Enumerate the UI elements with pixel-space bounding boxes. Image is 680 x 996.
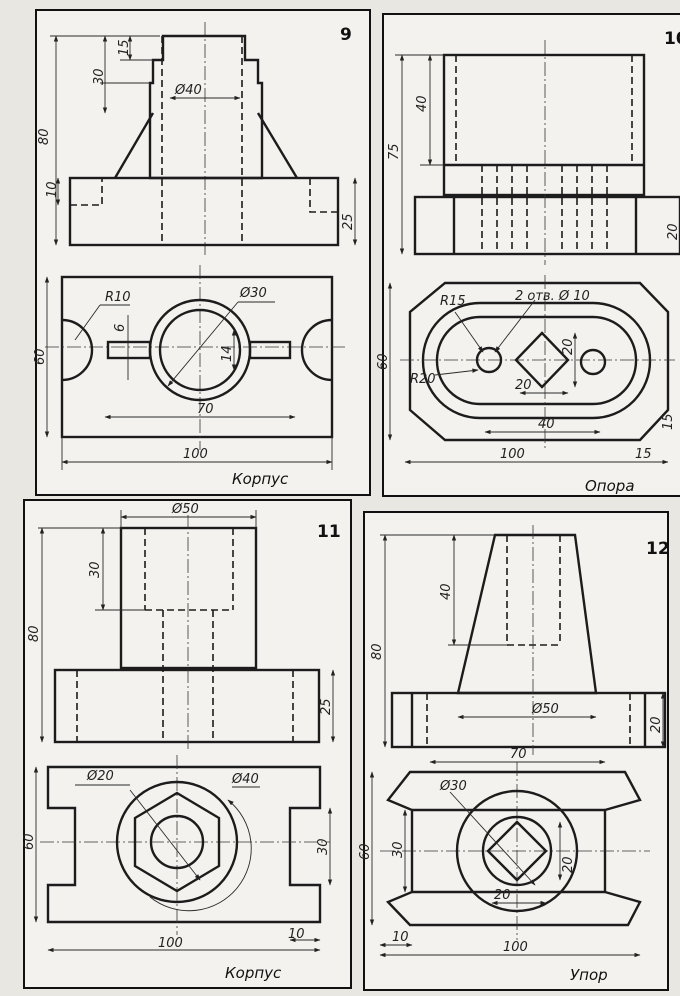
dim-40: 40 [415,95,430,112]
front-view: 80 30 15 10 25 Ø40 [37,22,358,255]
dim-d50: Ø50 [171,502,199,517]
dim-80: 80 [27,625,42,642]
dim-60: 60 [376,353,391,370]
part-title: Корпус [225,964,282,982]
panel-number: 12 [646,539,670,559]
dim-20-vert: 20 [561,856,576,873]
dim-d30: Ø30 [439,779,467,794]
top-view: 60 R10 Ø30 6 14 70 100 [33,265,345,470]
dim-80: 80 [37,128,52,145]
dim-15: 15 [117,39,132,56]
dim-d50: Ø50 [531,702,559,717]
dim-100: 100 [183,447,208,462]
dim-60: 60 [33,348,48,365]
panel-10: 10 75 40 20 [376,13,680,497]
dim-d40: Ø40 [174,83,202,98]
dim-holes: 2 отв. Ø 10 [515,289,590,304]
dim-14: 14 [220,345,235,362]
top-view: 70 Ø30 60 30 20 20 10 100 [358,747,650,958]
panel-11: 11 Ø50 80 30 25 [22,499,352,989]
dim-r20: R20 [410,372,436,387]
dim-15-vert: 15 [661,413,676,430]
dim-r15: R15 [440,294,466,309]
top-view: Ø20 Ø40 60 30 10 100 [22,755,333,953]
dim-40: 40 [538,417,555,432]
dim-20-horiz: 20 [494,888,511,903]
dim-10: 10 [288,927,305,942]
dim-10: 10 [45,181,60,198]
dim-20: 20 [666,223,680,240]
panel-9: 9 80 30 15 10 25 Ø40 [33,9,371,496]
dim-30: 30 [92,68,107,85]
dim-20-horiz: 20 [515,378,532,393]
dim-6: 6 [113,324,128,332]
dim-70: 70 [197,402,214,417]
dim-15-horiz: 15 [635,447,652,462]
front-view: Ø50 80 30 25 [27,502,336,752]
dim-60: 60 [22,833,37,850]
dim-25: 25 [341,213,356,230]
dim-30: 30 [88,561,103,578]
dim-70: 70 [510,747,527,762]
dim-20: 20 [649,716,664,733]
panel-number: 11 [317,522,341,542]
part-title: Опора [585,477,635,495]
part-title: Упор [570,966,608,984]
dim-100: 100 [158,936,183,951]
panel-number: 9 [340,25,352,45]
dim-100: 100 [500,447,525,462]
dim-10: 10 [392,930,409,945]
dim-30: 30 [391,841,406,858]
dim-40: 40 [439,583,454,600]
panel-number: 10 [664,29,680,49]
panel-12: 12 80 40 Ø50 20 [358,511,670,991]
dim-25: 25 [319,698,334,715]
dim-d30: Ø30 [239,286,267,301]
dim-r10: R10 [105,290,131,305]
dim-20-vert: 20 [561,338,576,355]
dim-75: 75 [387,143,402,160]
dim-60: 60 [358,843,373,860]
front-view: 75 40 20 [387,40,680,265]
dim-d20: Ø20 [86,769,114,784]
dim-80: 80 [370,643,385,660]
dim-100: 100 [503,940,528,955]
front-view: 80 40 Ø50 20 [370,525,667,755]
top-view: 60 R15 R20 2 отв. Ø 10 20 20 40 15 15 10… [376,275,676,465]
part-title: Корпус [232,470,289,488]
dim-d40: Ø40 [231,772,259,787]
dim-30: 30 [316,838,331,855]
